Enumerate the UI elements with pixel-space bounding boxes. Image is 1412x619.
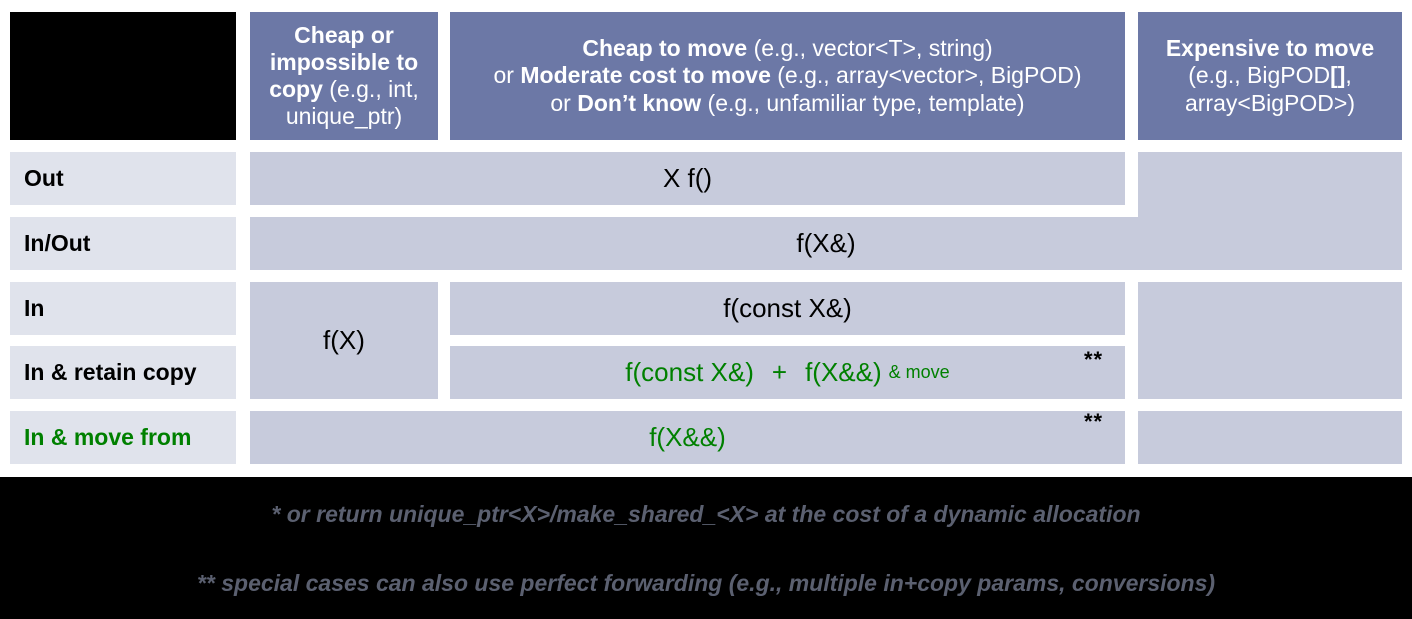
- retain-copy-signature-2: f(X&&): [805, 357, 882, 387]
- header-line: array<BigPOD>): [1184, 89, 1355, 116]
- cell-inout-f-xref: f(X&): [250, 217, 1402, 270]
- row-label-in-retain-copy: In & retain copy: [10, 346, 236, 399]
- header-line: or Moderate cost to move (e.g., array<ve…: [493, 62, 1082, 89]
- header-line: (e.g., BigPOD[],: [1188, 62, 1352, 89]
- cell-in-retaincopy-expensive-empty: [1138, 282, 1402, 399]
- retain-copy-plus-sign: +: [771, 357, 788, 387]
- header-line: unique_ptr): [285, 103, 403, 130]
- row-label-in: In: [10, 282, 236, 335]
- column-header-cheap-or-impossible-to-copy: Cheap or impossible to copy (e.g., int, …: [250, 12, 438, 140]
- table-corner-blank-cell: [10, 12, 236, 140]
- footnote-double-star: ** special cases can also use perfect fo…: [196, 570, 1216, 596]
- footnote-marker-retain-copy: **: [1084, 347, 1104, 372]
- cell-in-f-const-xref: f(const X&): [450, 282, 1125, 335]
- cell-retaincopy-overloads: f(const X&) + f(X&&) & move: [450, 346, 1125, 399]
- retain-copy-move-note: & move: [888, 362, 950, 382]
- footnote-single-star: * or return unique_ptr<X>/make_shared_<X…: [271, 501, 1141, 527]
- cell-out-x-f: X f(): [250, 152, 1125, 205]
- header-line: impossible to: [269, 48, 419, 75]
- header-line: Cheap to move (e.g., vector<T>, string): [582, 35, 993, 62]
- cell-move-from-f-xrvalue: f(X&&): [250, 411, 1125, 464]
- cell-out-expensive-empty: [1138, 152, 1402, 217]
- header-line: Expensive to move: [1165, 35, 1375, 62]
- row-label-out: Out: [10, 152, 236, 205]
- footnote-marker-move-from: **: [1084, 409, 1104, 434]
- retain-copy-signature-1: f(const X&): [625, 357, 754, 387]
- cell-in-retaincopy-f-x: f(X): [250, 282, 438, 399]
- column-header-expensive-to-move: Expensive to move (e.g., BigPOD[], array…: [1138, 12, 1402, 140]
- row-label-in-move-from: In & move from: [10, 411, 236, 464]
- row-label-in-out: In/Out: [10, 217, 236, 270]
- header-line: Cheap or: [294, 21, 394, 48]
- cell-move-from-expensive-empty: [1138, 411, 1402, 464]
- header-line: or Don’t know (e.g., unfamiliar type, te…: [550, 89, 1025, 116]
- column-header-cheap-to-move: Cheap to move (e.g., vector<T>, string) …: [450, 12, 1125, 140]
- header-line: copy (e.g., int,: [269, 76, 419, 102]
